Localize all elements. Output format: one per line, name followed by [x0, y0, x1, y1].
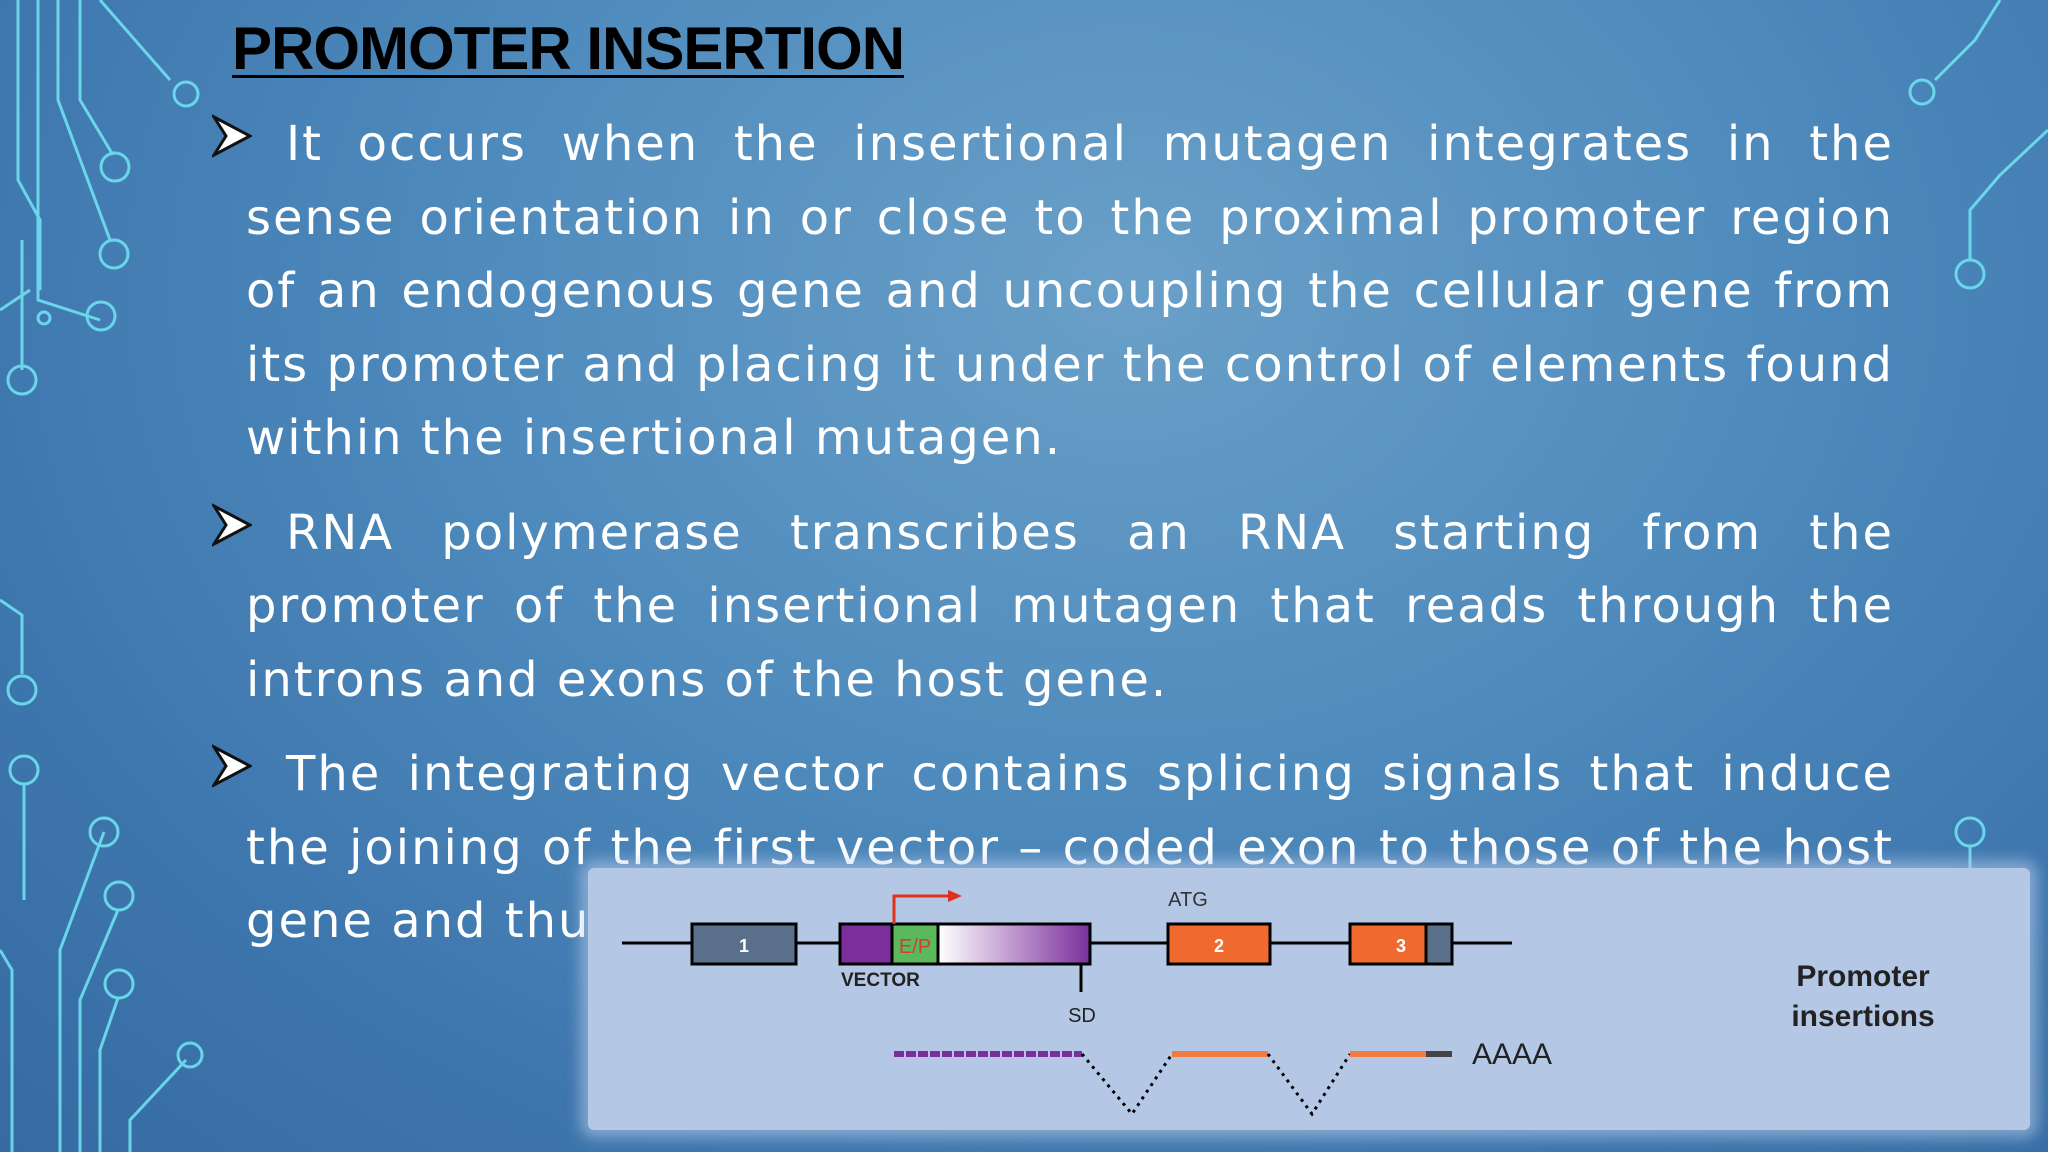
bullet-text: RNA polymerase transcribes an RNA starti…	[246, 504, 1894, 708]
arrow-bullet-icon	[212, 114, 252, 158]
bullet-item: It occurs when the insertional mutagen i…	[212, 108, 1894, 476]
vector-label: VECTOR	[841, 970, 920, 991]
exon-3-label: 3	[1396, 936, 1406, 956]
promoter-insertion-diagram: 1 E/P VECTOR SD ATG 2 3 AAAA Promoter in…	[588, 868, 2030, 1130]
atg-label: ATG	[1168, 889, 1208, 911]
bullet-item: RNA polymerase transcribes an RNA starti…	[212, 497, 1894, 718]
transcription-start-arrow	[892, 894, 950, 924]
sd-label: SD	[1068, 1005, 1096, 1027]
arrow-bullet-icon	[212, 502, 252, 547]
figure-caption-line2: insertions	[1791, 1000, 1934, 1033]
exon-2	[1166, 922, 1272, 966]
exon-3-utr	[1424, 922, 1454, 966]
slide-title: PROMOTER INSERTION	[232, 15, 905, 82]
arrow-bullet-icon	[212, 744, 252, 788]
exon-1	[690, 922, 798, 966]
promoter-label: E/P	[899, 936, 931, 958]
exon-1-label: 1	[739, 936, 749, 956]
bullet-list: It occurs when the insertional mutagen i…	[212, 108, 1894, 980]
splice-junction-1	[1080, 1053, 1174, 1117]
promoter-box	[890, 922, 940, 966]
vector-block	[838, 922, 894, 966]
splice-junction-2	[1266, 1053, 1352, 1117]
exon-3	[1348, 922, 1428, 966]
bullet-text: It occurs when the insertional mutagen i…	[246, 116, 1894, 466]
vector-gradient	[936, 922, 1092, 966]
figure-caption-line1: Promoter	[1796, 960, 1930, 993]
exon-2-label: 2	[1214, 936, 1224, 956]
polya-label: AAAA	[1472, 1038, 1552, 1071]
